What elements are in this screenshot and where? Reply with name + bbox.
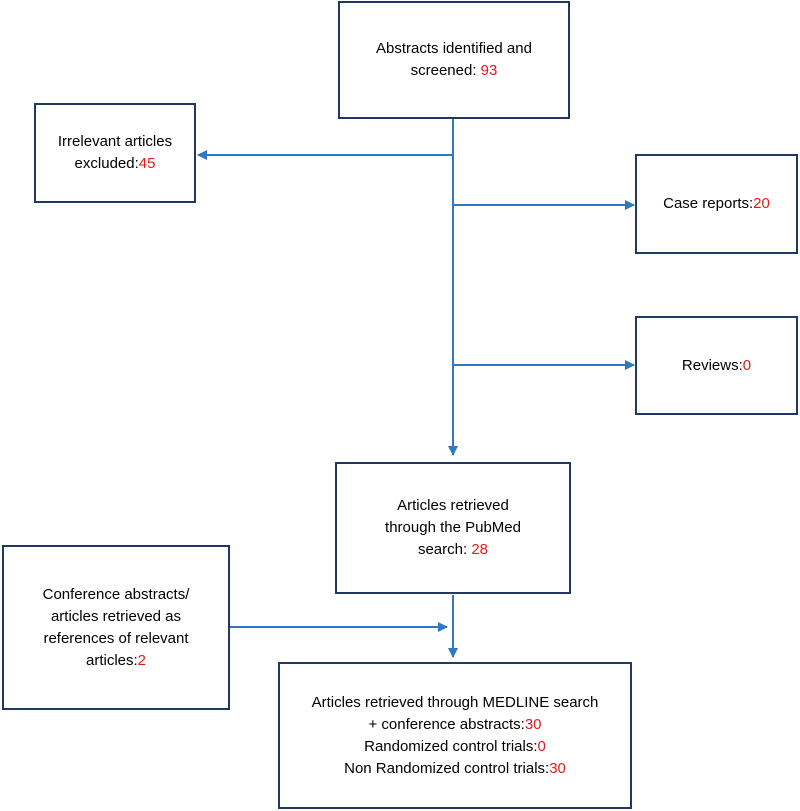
irrelevant-excluded-count: 45 xyxy=(138,155,156,172)
pubmed-retrieved-label-line-1: Articles retrieved xyxy=(397,497,509,514)
medline-final-line-4-count: 30 xyxy=(549,759,566,777)
medline-final-line-3-prefix: Randomized control trials: xyxy=(364,737,538,755)
pubmed-retrieved-count: 28 xyxy=(471,541,489,558)
conference-abstracts-count-line: articles:2 xyxy=(86,650,146,672)
abstracts-screened-count-line: screened: 93 xyxy=(411,60,498,82)
pubmed-retrieved-box: Articles retrieved through the PubMed se… xyxy=(335,462,571,594)
irrelevant-excluded-count-line: excluded:45 xyxy=(75,153,156,175)
conference-abstracts-label-line-1: Conference abstracts/ xyxy=(42,585,190,603)
reviews-count-line: Reviews:0 xyxy=(682,355,751,377)
medline-final-line-3: Randomized control trials:0 xyxy=(364,736,546,758)
medline-final-line-4-prefix: Non Randomized control trials: xyxy=(344,759,550,777)
irrelevant-excluded-prefix: excluded: xyxy=(74,155,139,172)
conference-abstracts-label-line-3: references of relevant xyxy=(43,629,189,647)
medline-final-line-1: Articles retrieved through MEDLINE searc… xyxy=(311,693,599,711)
medline-final-line-2-count: 30 xyxy=(524,715,542,733)
abstracts-screened-count: 93 xyxy=(480,62,498,79)
conference-abstracts-box: Conference abstracts/ articles retrieved… xyxy=(2,545,230,710)
case-reports-count: 20 xyxy=(753,195,770,212)
abstracts-screened-label-line: Abstracts identified and xyxy=(376,40,532,57)
reviews-box: Reviews:0 xyxy=(635,316,798,415)
medline-final-line-3-count: 0 xyxy=(537,737,546,755)
pubmed-retrieved-prefix: search: xyxy=(417,541,472,558)
conference-abstracts-prefix: articles: xyxy=(85,651,138,669)
case-reports-count-line: Case reports:20 xyxy=(663,193,770,215)
pubmed-retrieved-label-line-2: through the PubMed xyxy=(385,519,521,536)
medline-final-line-4: Non Randomized control trials:30 xyxy=(344,758,566,780)
abstracts-screened-prefix: screened: xyxy=(410,62,481,79)
conference-abstracts-count: 2 xyxy=(137,651,147,669)
pubmed-retrieved-count-line: search: 28 xyxy=(418,539,488,561)
case-reports-prefix: Case reports: xyxy=(663,195,754,212)
conference-abstracts-label-line-2: articles retrieved as xyxy=(50,607,182,625)
irrelevant-excluded-box: Irrelevant articles excluded:45 xyxy=(34,103,196,203)
irrelevant-excluded-label-line: Irrelevant articles xyxy=(57,133,173,150)
medline-final-line-2: + conference abstracts:30 xyxy=(368,714,541,736)
case-reports-box: Case reports:20 xyxy=(635,154,798,254)
reviews-prefix: Reviews: xyxy=(681,356,743,374)
medline-final-box: Articles retrieved through MEDLINE searc… xyxy=(278,662,632,809)
medline-final-line-2-prefix: + conference abstracts: xyxy=(368,715,525,733)
abstracts-screened-box: Abstracts identified and screened: 93 xyxy=(338,1,570,119)
reviews-count: 0 xyxy=(742,356,752,374)
